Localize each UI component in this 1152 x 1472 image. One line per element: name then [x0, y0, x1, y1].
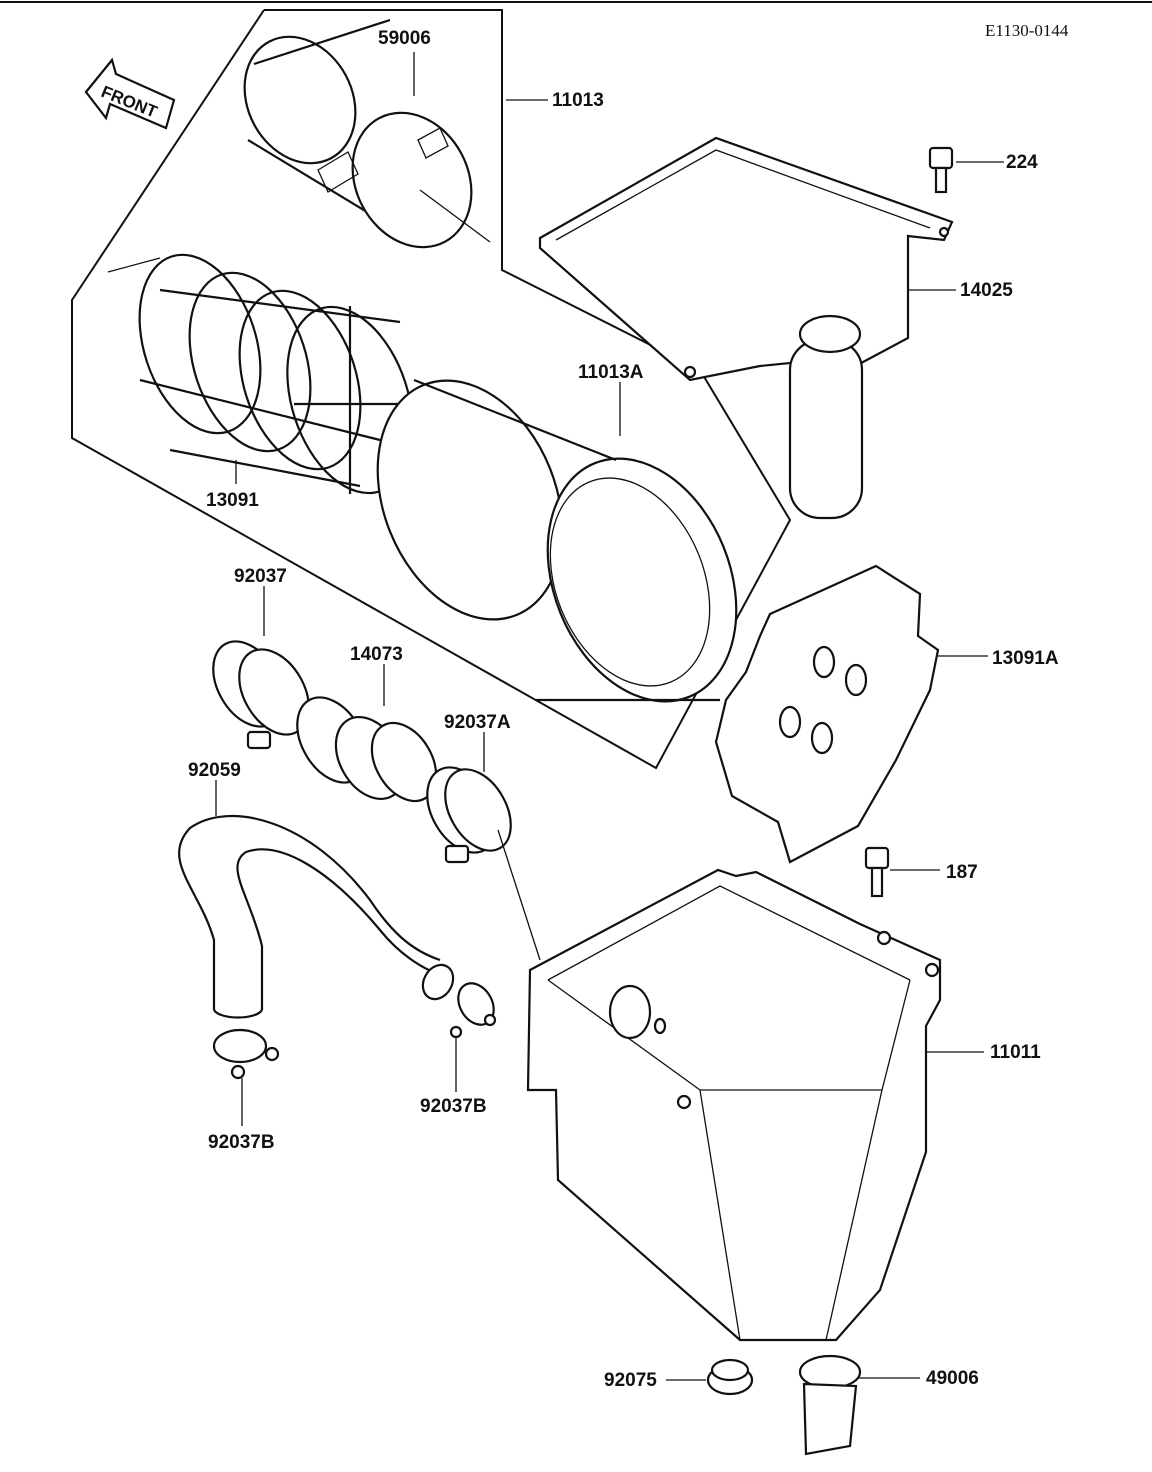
part-11013A-element [376, 378, 738, 703]
assembly-outline [71, 9, 792, 770]
label-187: 187 [946, 862, 978, 883]
part-13091-cage [138, 253, 414, 495]
label-49006: 49006 [926, 1368, 979, 1389]
part-49006-drain [798, 1354, 862, 1456]
label-92037B-left: 92037B [208, 1132, 275, 1153]
part-92059-hose [178, 815, 455, 1019]
label-92037: 92037 [234, 566, 287, 587]
part-92075-grommet [706, 1358, 754, 1396]
label-59006: 59006 [378, 28, 431, 49]
label-11013A: 11013A [578, 362, 644, 383]
front-arrow: FRONT [84, 57, 176, 130]
part-11011-case [526, 868, 942, 1342]
part-92037A-clamp [426, 766, 512, 864]
label-92075: 92075 [604, 1370, 657, 1391]
label-11011: 11011 [990, 1042, 1041, 1063]
label-13091A: 13091A [992, 648, 1059, 669]
label-13091: 13091 [206, 490, 259, 511]
label-92059: 92059 [188, 760, 241, 781]
part-187-bolt [864, 846, 890, 898]
diagram-code: E1130-0144 [985, 21, 1069, 40]
label-92037A: 92037A [444, 712, 511, 733]
part-224-screw [928, 146, 954, 194]
part-14073-duct [296, 696, 438, 803]
part-92037B-clamp-left [212, 1028, 280, 1080]
label-224: 224 [1006, 152, 1038, 173]
part-92037B-clamp-right [449, 982, 497, 1039]
part-13091A-plate [714, 564, 940, 864]
label-92037B-right: 92037B [420, 1096, 487, 1117]
part-59006-screen [107, 18, 491, 273]
leader-lines [215, 52, 1004, 1381]
label-14025: 14025 [960, 280, 1013, 301]
part-14025-cover [538, 136, 954, 520]
part-92037-clamp [212, 640, 310, 750]
label-11013: 11013 [552, 90, 604, 111]
label-14073: 14073 [350, 644, 403, 665]
